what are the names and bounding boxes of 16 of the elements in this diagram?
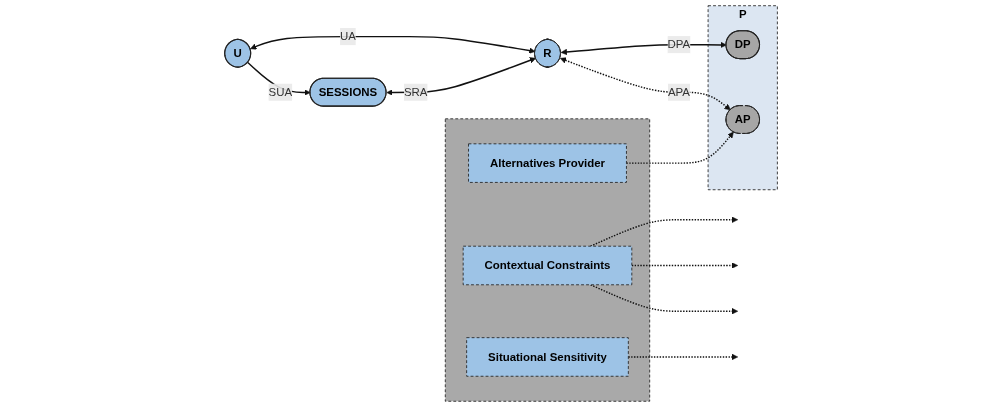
arrow xyxy=(631,262,739,269)
arrow xyxy=(628,353,739,361)
edge-label: SRA xyxy=(404,85,428,98)
arrow xyxy=(560,57,732,111)
node-box: Contextual Constraints xyxy=(463,245,633,286)
arrow xyxy=(626,131,735,164)
edge-label: UA xyxy=(340,30,357,43)
arrow xyxy=(590,216,739,247)
edge-label: APA xyxy=(668,85,691,98)
edge-label: DPA xyxy=(667,38,691,51)
cluster xyxy=(445,118,651,402)
arrow xyxy=(590,284,739,315)
arrow xyxy=(250,35,536,54)
node-box: Situational Sensitivity xyxy=(466,337,630,377)
node-box: Alternatives Provider xyxy=(468,143,628,183)
edge-label: SUA xyxy=(268,85,293,98)
